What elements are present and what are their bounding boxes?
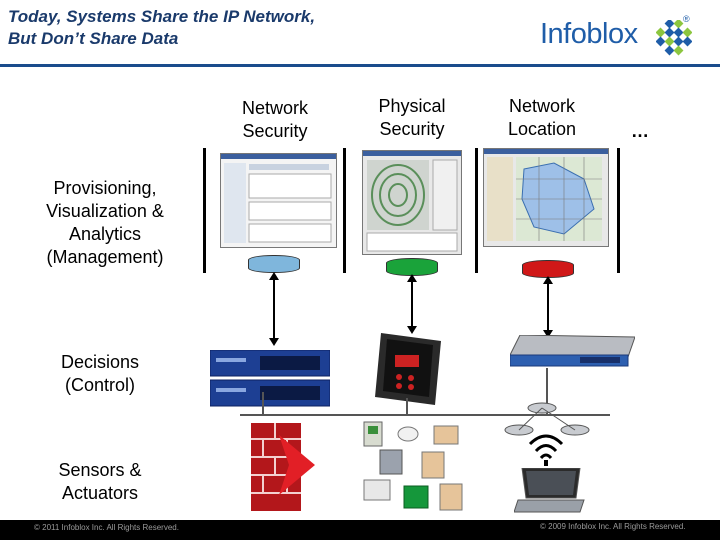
network-drop-line [262, 392, 264, 416]
row-label-control: Decisions (Control) [60, 352, 140, 395]
wireless-access-point-icon [504, 402, 590, 436]
double-arrow-icon [269, 272, 279, 346]
page-title: Today, Systems Share the IP Network, But… [8, 7, 316, 48]
column-label-physical-security: Physical Security [378, 96, 446, 139]
column-divider [343, 148, 346, 273]
column-divider [617, 148, 620, 273]
floor-map-icon [366, 159, 458, 252]
footer-copyright-right: © 2009 Infoblox Inc. All Rights Reserved… [540, 522, 686, 531]
network-drop-line [406, 398, 408, 416]
column-label-more: … [631, 121, 649, 141]
ui-window-icon [224, 163, 332, 243]
footer-bar [0, 520, 720, 540]
network-security-screenshot [220, 153, 337, 248]
network-location-screenshot [483, 148, 609, 247]
firewall-appliance-icon [210, 350, 330, 407]
logo-wordmark: Infoblox [540, 18, 638, 50]
infoblox-logo: Infoblox ® [540, 14, 710, 64]
laptop-icon [514, 468, 585, 513]
database-icon [248, 255, 300, 273]
location-map-icon [487, 157, 602, 241]
network-drop-line [546, 368, 548, 416]
registered-mark: ® [683, 14, 690, 24]
row-label-sensors: Sensors & Actuators [58, 460, 142, 503]
column-label-network-location: Network Location [507, 96, 577, 139]
logo-grid-icon [656, 20, 692, 56]
sensor-devices-icon [363, 421, 463, 511]
header-divider [0, 64, 720, 67]
access-controller-icon [375, 333, 441, 405]
physical-security-screenshot [362, 150, 462, 255]
double-arrow-icon [407, 274, 417, 334]
double-arrow-icon [543, 276, 553, 338]
column-label-network-security: Network Security [241, 98, 308, 141]
firewall-brick-icon [251, 423, 315, 511]
column-divider [475, 148, 478, 273]
location-appliance-icon [510, 335, 635, 367]
column-divider [203, 148, 206, 273]
footer-copyright-left: © 2011 Infoblox Inc. All Rights Reserved… [34, 523, 179, 532]
network-bus-line [240, 414, 610, 416]
row-label-management: Provisioning, Visualization & Analytics … [46, 178, 164, 267]
wifi-signal-icon [528, 434, 564, 466]
